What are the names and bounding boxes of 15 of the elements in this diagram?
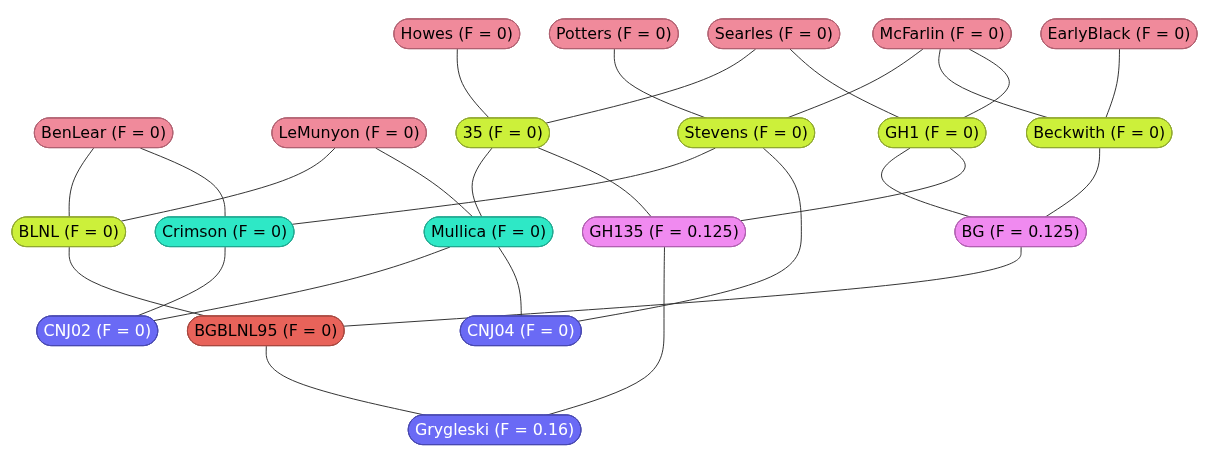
connector: [375, 147, 474, 218]
connector: [1105, 48, 1120, 119]
connector: [537, 147, 653, 218]
connector: [498, 246, 522, 317]
connector: [139, 147, 226, 218]
connector: [68, 147, 95, 218]
connector: [343, 246, 1022, 327]
connector: [545, 48, 757, 124]
connector: [577, 147, 802, 322]
connector: [471, 147, 493, 218]
connector: [120, 147, 336, 222]
connector: [153, 246, 451, 321]
connector: [740, 147, 966, 221]
connector: [456, 48, 490, 119]
connector: [291, 147, 716, 225]
